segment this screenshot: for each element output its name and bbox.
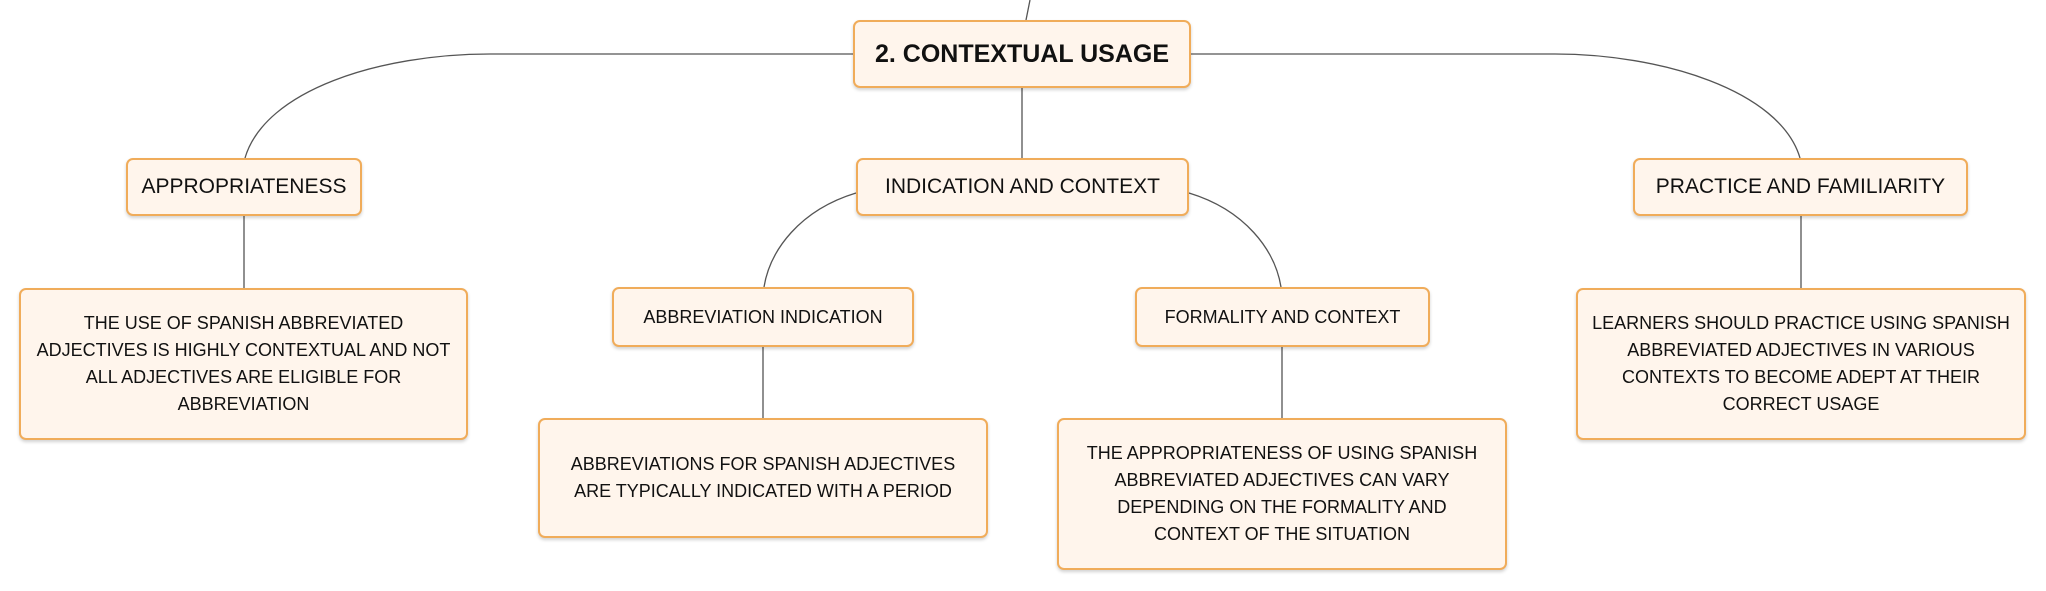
root-label: 2. CONTEXTUAL USAGE xyxy=(874,39,1170,68)
appropriateness-detail-text: THE USE OF SPANISH ABBREVIATED ADJECTIVE… xyxy=(36,313,451,414)
node-indication-and-context[interactable]: INDICATION AND CONTEXT xyxy=(856,158,1189,216)
edge-indication-to-formality xyxy=(1188,192,1282,288)
practice-familiarity-label: PRACTICE AND FAMILIARITY xyxy=(1655,175,1946,198)
node-abbreviation-detail[interactable]: ABBREVIATIONS FOR SPANISH ADJECTIVES ARE… xyxy=(538,418,988,538)
node-practice-detail[interactable]: LEARNERS SHOULD PRACTICE USING SPANISH A… xyxy=(1576,288,2026,440)
node-formality-detail[interactable]: THE APPROPRIATENESS OF USING SPANISH ABB… xyxy=(1057,418,1507,570)
node-appropriateness-detail[interactable]: THE USE OF SPANISH ABBREVIATED ADJECTIVE… xyxy=(19,288,468,440)
node-practice-and-familiarity[interactable]: PRACTICE AND FAMILIARITY xyxy=(1633,158,1968,216)
node-abbreviation-indication[interactable]: ABBREVIATION INDICATION xyxy=(612,287,914,347)
edge-parent-to-root xyxy=(1025,0,1031,21)
appropriateness-label: APPROPRIATENESS xyxy=(141,175,347,198)
formality-detail-text: THE APPROPRIATENESS OF USING SPANISH ABB… xyxy=(1086,443,1478,544)
node-appropriateness[interactable]: APPROPRIATENESS xyxy=(126,158,362,216)
node-formality-and-context[interactable]: FORMALITY AND CONTEXT xyxy=(1135,287,1430,347)
practice-detail-text: LEARNERS SHOULD PRACTICE USING SPANISH A… xyxy=(1592,313,2010,414)
root-node[interactable]: 2. CONTEXTUAL USAGE xyxy=(853,20,1191,88)
formality-context-label: FORMALITY AND CONTEXT xyxy=(1164,306,1401,327)
edge-indication-to-abbreviation xyxy=(763,192,857,288)
abbreviation-detail-text: ABBREVIATIONS FOR SPANISH ADJECTIVES ARE… xyxy=(570,454,956,501)
abbreviation-indication-label: ABBREVIATION INDICATION xyxy=(643,306,883,327)
edge-root-to-appropriateness xyxy=(244,53,853,159)
indication-context-label: INDICATION AND CONTEXT xyxy=(885,175,1160,198)
edge-root-to-practice-familiarity xyxy=(1191,53,1801,159)
